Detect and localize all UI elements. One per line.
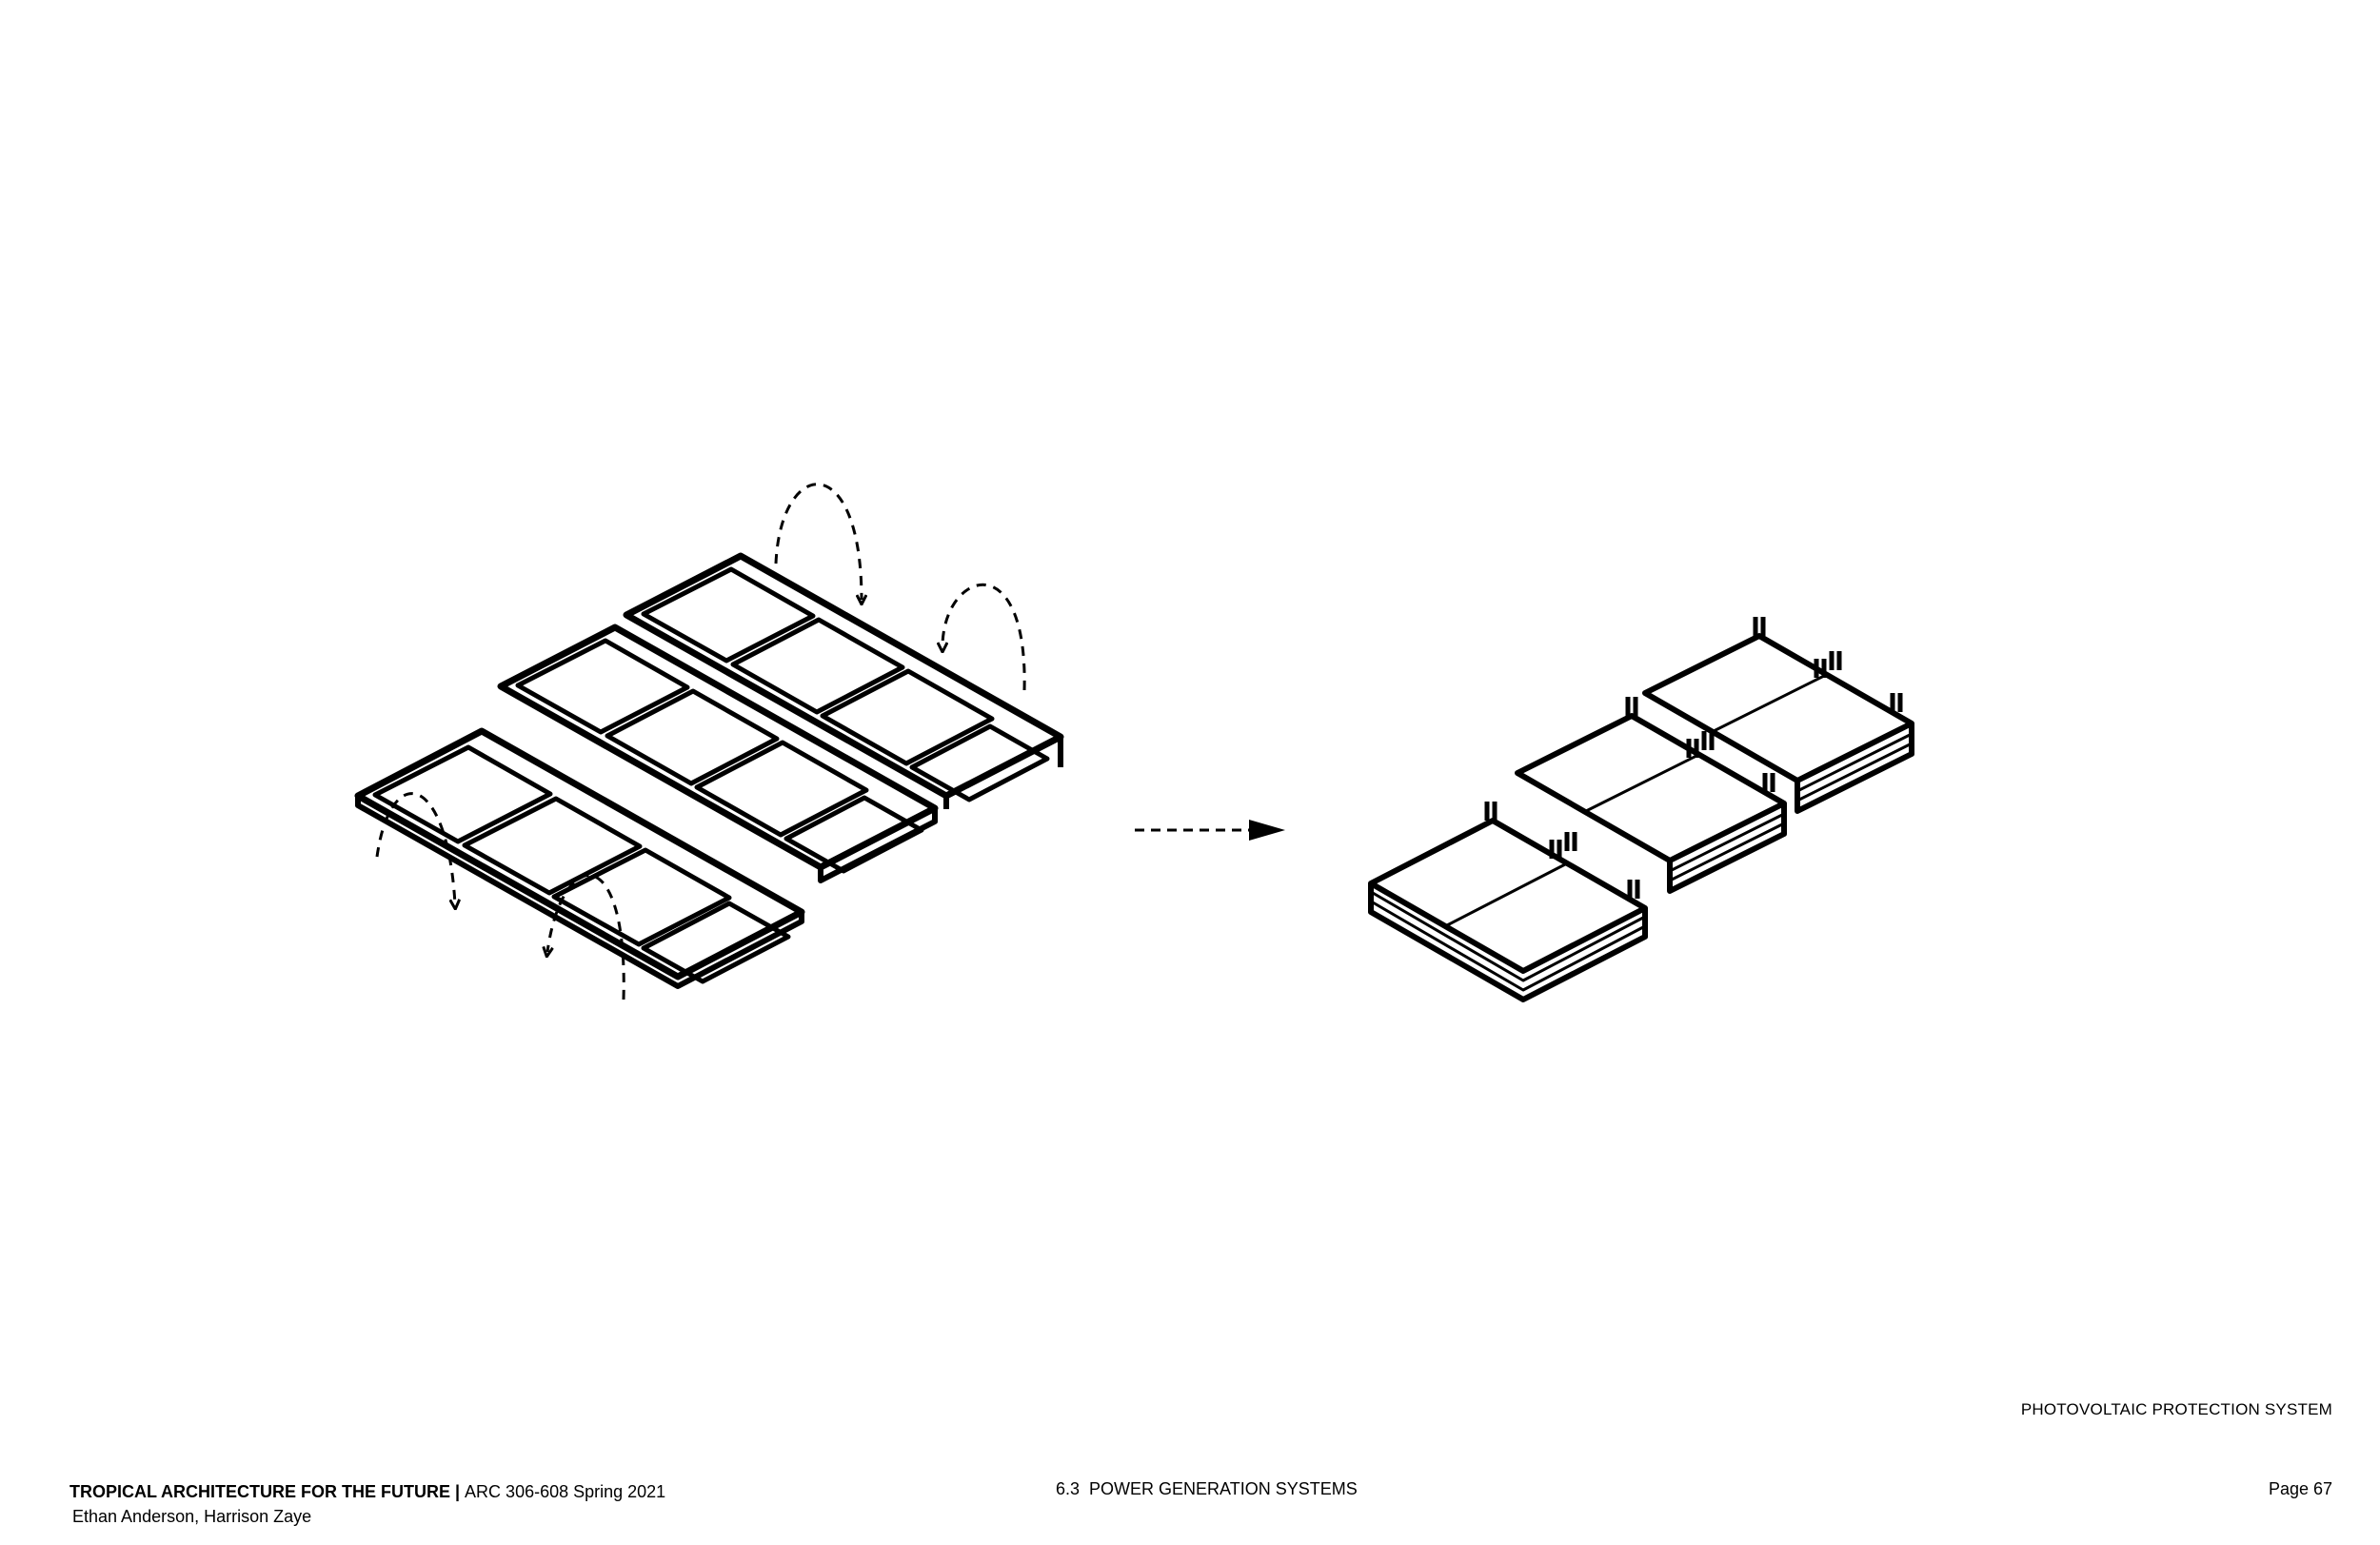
folded-panel-stacks bbox=[1368, 617, 1914, 1002]
footer-page-number: Page 67 bbox=[2268, 1479, 2332, 1498]
title-separator: | bbox=[450, 1482, 466, 1501]
folded-stack-front bbox=[1368, 802, 1648, 1002]
course-title: TROPICAL ARCHITECTURE FOR THE FUTURE bbox=[69, 1482, 450, 1501]
panel-row-middle bbox=[497, 624, 939, 883]
panel-row-back bbox=[623, 552, 1064, 809]
folded-stack-back bbox=[1642, 617, 1914, 814]
footer-authors: Ethan Anderson, Harrison Zaye bbox=[72, 1507, 312, 1526]
footer-course-info: TROPICAL ARCHITECTURE FOR THE FUTURE | A… bbox=[69, 1479, 665, 1529]
panel-row-front bbox=[354, 727, 805, 989]
figure-caption: PHOTOVOLTAIC PROTECTION SYSTEM bbox=[2020, 1400, 2332, 1418]
transition-arrow bbox=[1135, 820, 1285, 841]
footer-section: 6.3 POWER GENERATION SYSTEMS bbox=[1056, 1479, 1358, 1498]
footer-course-line: TROPICAL ARCHITECTURE FOR THE FUTURE | A… bbox=[69, 1479, 665, 1504]
unfolded-panel-array bbox=[354, 483, 1064, 1000]
folded-stack-middle bbox=[1515, 697, 1787, 894]
course-code: ARC 306-608 Spring 2021 bbox=[465, 1482, 666, 1501]
flip-arrows bbox=[375, 483, 1026, 1000]
